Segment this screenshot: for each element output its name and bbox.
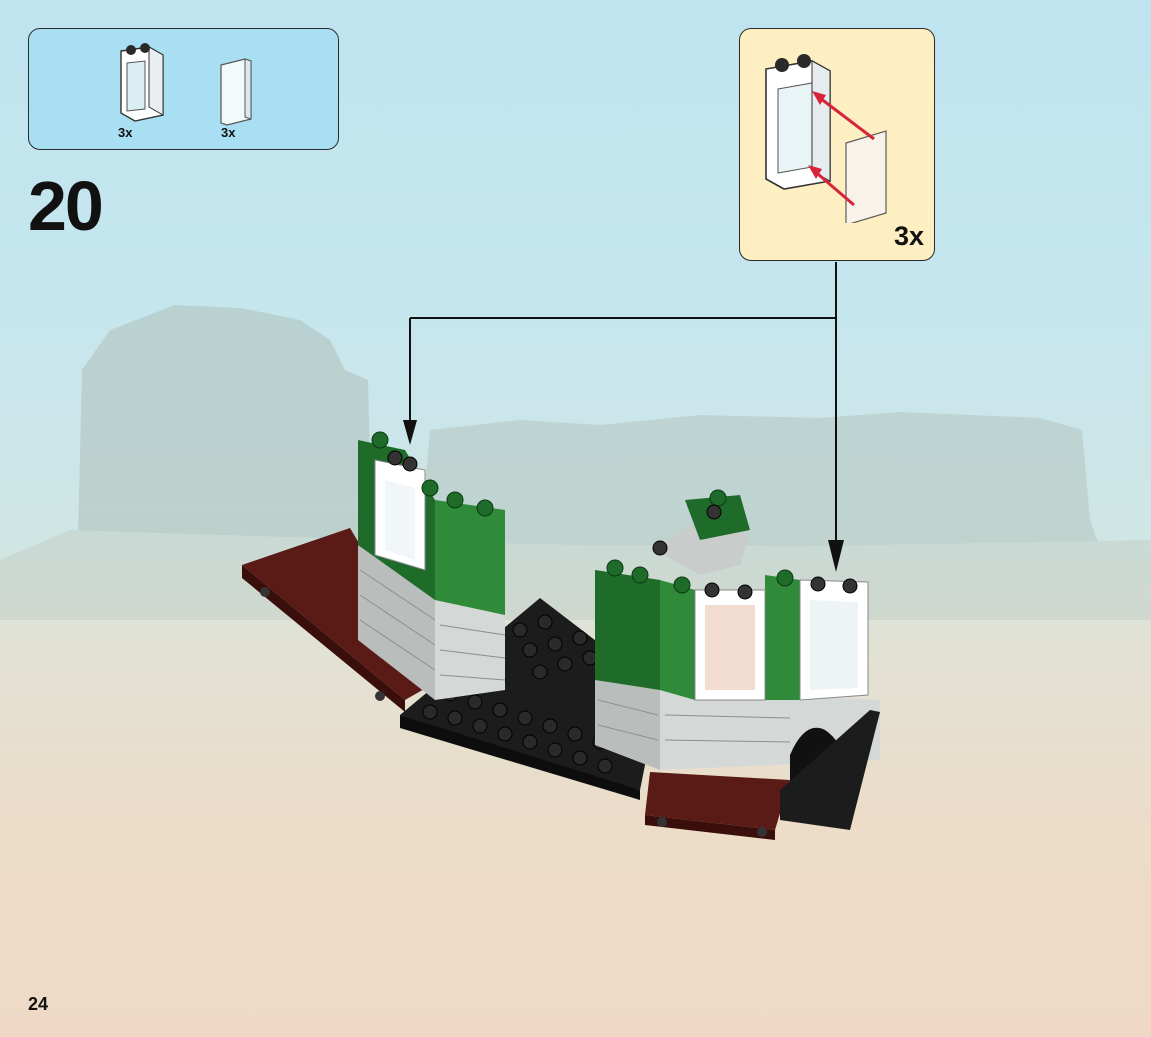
part-quantity-window-frame: 3x [118,125,132,140]
window-glass-icon [217,57,257,129]
sub-assembly-callout: 3x [739,28,935,261]
window-frame-icon [115,41,167,123]
callout-quantity: 3x [894,221,924,252]
step-number: 20 [28,166,102,246]
parts-list-box: 3x 3x [28,28,339,150]
background-mesas [0,305,1151,620]
page-number: 24 [28,994,48,1015]
arrow-head-left [403,420,417,445]
dark-red-plate-right [645,772,790,840]
part-quantity-window-glass: 3x [221,125,235,140]
window-assembly-diagram [754,43,904,223]
